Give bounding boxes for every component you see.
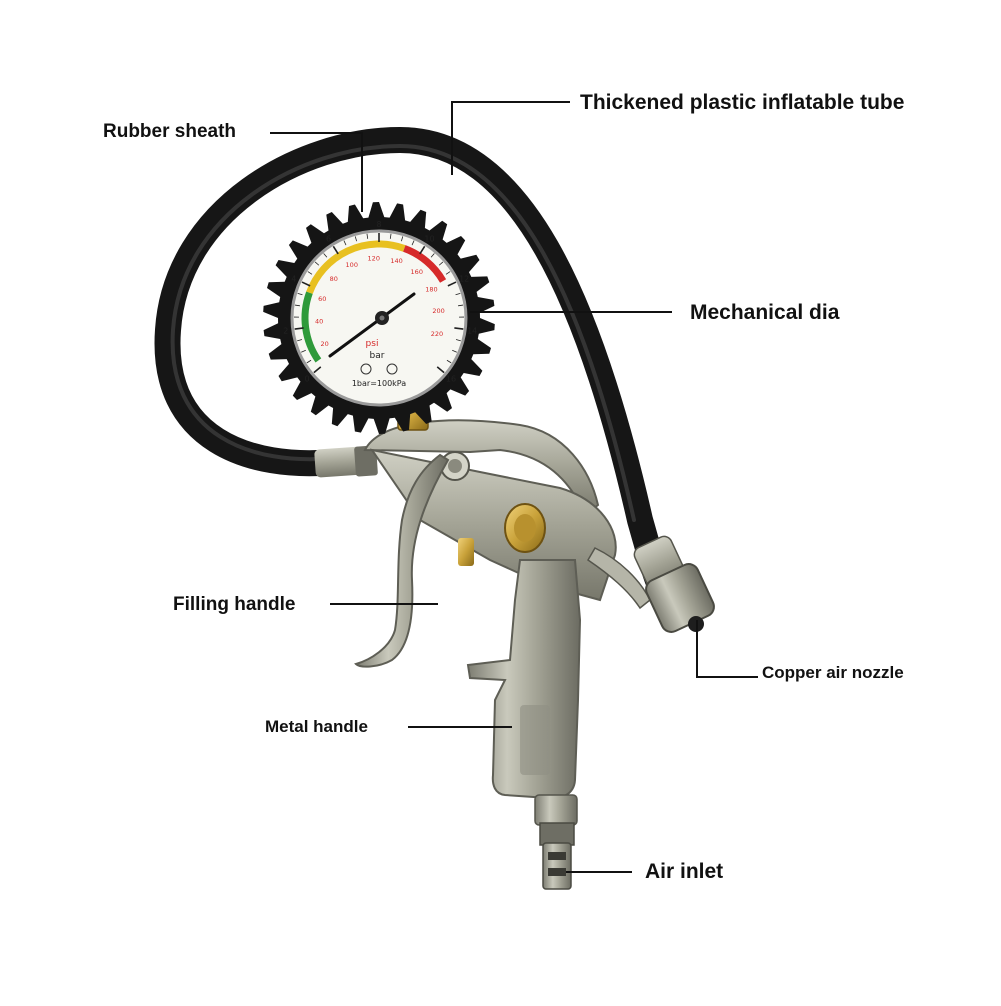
label-air-inlet: Air inlet xyxy=(645,861,723,882)
gauge-bar-tick-label: 16 xyxy=(446,374,456,383)
gauge-psi-tick-label: 140 xyxy=(390,257,402,265)
gauge-bar-tick-label: 10 xyxy=(424,235,434,244)
gauge-bar-tick-label: 12 xyxy=(459,274,469,283)
gauge-psi-tick-label: 40 xyxy=(315,318,323,326)
gauge-psi-tick-label: 180 xyxy=(425,285,437,293)
gauge-psi-tick-label: 120 xyxy=(368,255,380,263)
label-filling-handle: Filling handle xyxy=(173,595,295,614)
gauge-psi-tick-label: 20 xyxy=(320,340,328,348)
label-metal-handle: Metal handle xyxy=(265,718,368,735)
gauge-bar-unit: bar xyxy=(370,351,385,361)
gauge-psi-unit: psi xyxy=(366,339,379,349)
gauge-bar-tick-label: 6 xyxy=(326,235,331,244)
gauge-psi-tick-label: 80 xyxy=(330,275,338,283)
gauge-bar-tick-label: 0 xyxy=(304,374,309,383)
gauge-psi-tick-label: 200 xyxy=(432,307,444,315)
gauge-psi-tick-label: 220 xyxy=(431,330,443,338)
gauge-bar-tick-label: 4 xyxy=(291,274,296,283)
label-inflatable-tube: Thickened plastic inflatable tube xyxy=(580,92,904,113)
gauge-bar-tick-label: 2 xyxy=(283,326,288,335)
label-copper-nozzle: Copper air nozzle xyxy=(762,664,904,681)
label-rubber-sheath: Rubber sheath xyxy=(103,122,236,141)
gauge-conversion-note: 1bar=100kPa xyxy=(352,379,406,388)
leader-copper-nozzle xyxy=(697,620,758,677)
air-inlet-fitting xyxy=(535,795,577,889)
gauge-psi-tick-label: 100 xyxy=(346,261,358,269)
gauge-psi-tick-label: 60 xyxy=(318,295,326,303)
gauge-psi-tick-label: 160 xyxy=(411,268,423,276)
gauge-bar-tick-label: 8 xyxy=(376,220,381,229)
gauge-bar-tick-label: 14 xyxy=(467,326,477,335)
label-mechanical-dial: Mechanical dia xyxy=(690,302,839,323)
